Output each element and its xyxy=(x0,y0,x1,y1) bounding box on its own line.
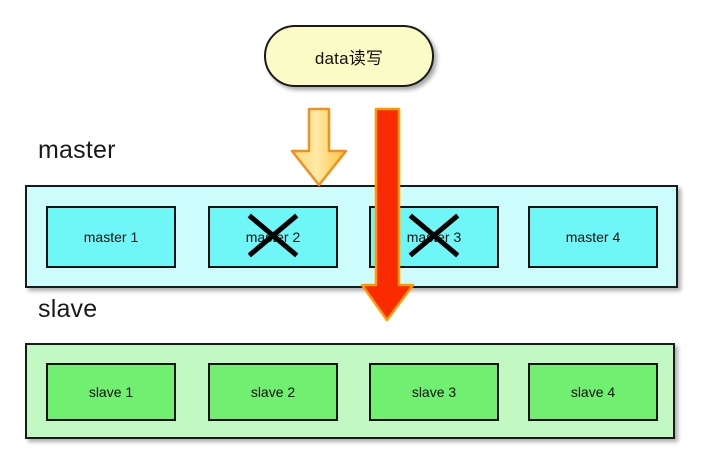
master-node-row: master 1 master 2 master 3 master 4 xyxy=(27,187,676,286)
slave-node-2[interactable]: slave 2 xyxy=(208,363,338,421)
slave-node-3[interactable]: slave 3 xyxy=(369,363,499,421)
slave-band: slave 1 slave 2 slave 3 slave 4 xyxy=(25,343,675,439)
slave-node-4-label: slave 4 xyxy=(570,384,616,400)
master-node-1-label: master 1 xyxy=(83,229,139,245)
data-read-write-capsule[interactable]: data读写 xyxy=(264,25,434,87)
master-node-2-label: master 2 xyxy=(245,229,301,245)
group-label-slave: slave xyxy=(38,295,98,323)
master-node-4[interactable]: master 4 xyxy=(528,206,658,268)
slave-node-1-label: slave 1 xyxy=(88,384,134,400)
master-node-2[interactable]: master 2 xyxy=(208,206,338,268)
master-node-4-label: master 4 xyxy=(565,229,621,245)
slave-node-1[interactable]: slave 1 xyxy=(46,363,176,421)
slave-node-3-label: slave 3 xyxy=(411,384,457,400)
slave-node-row: slave 1 slave 2 slave 3 slave 4 xyxy=(27,345,673,437)
capsule-label: data读写 xyxy=(314,48,384,68)
master-band: master 1 master 2 master 3 master 4 xyxy=(25,185,678,288)
slave-node-4[interactable]: slave 4 xyxy=(528,363,658,421)
write-arrow-red-icon xyxy=(360,107,415,322)
write-arrow-yellow-icon xyxy=(290,107,348,187)
group-label-master: master xyxy=(38,136,116,164)
slave-node-2-label: slave 2 xyxy=(250,384,296,400)
master-node-1[interactable]: master 1 xyxy=(46,206,176,268)
